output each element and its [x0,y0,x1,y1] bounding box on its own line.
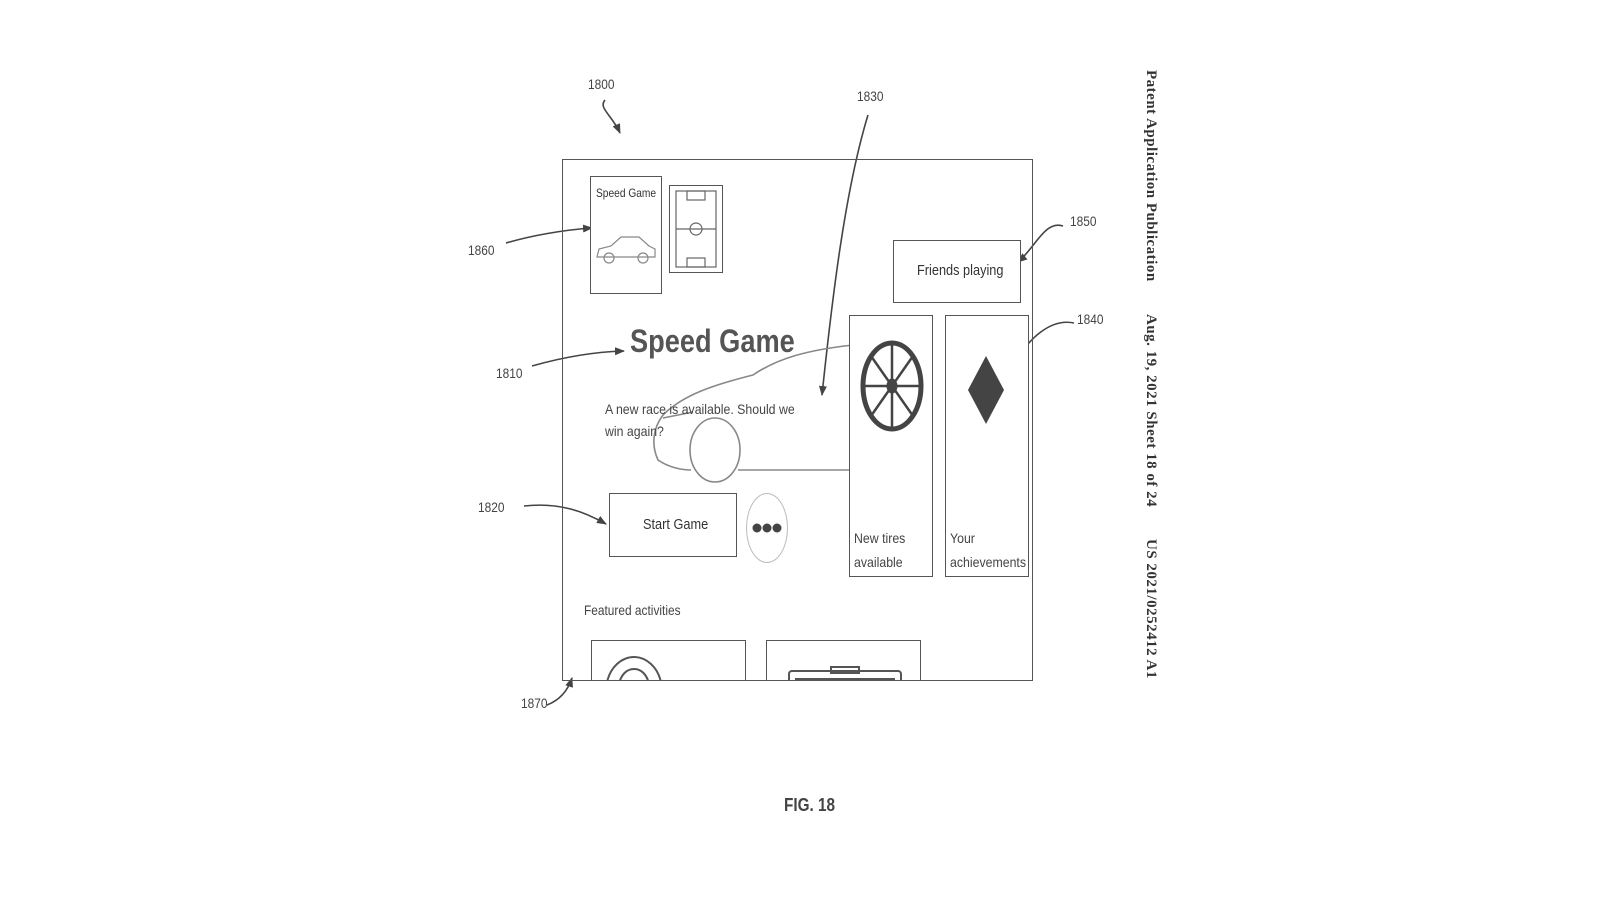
ref-1850: 1850 [1070,213,1097,229]
ref-1870: 1870 [521,695,548,711]
featured-activities-label: Featured activities [584,602,681,618]
controller-icon [788,666,902,680]
game-thumbnail-speed-game[interactable]: Speed Game [590,176,662,294]
start-game-label: Start Game [643,516,709,533]
leader-1860 [505,224,593,244]
ref-1860: 1860 [468,242,495,258]
leader-1800 [602,99,621,134]
featured-activity-tile-1[interactable] [591,640,746,680]
soccer-field-icon [675,190,717,268]
ellipsis-icon [752,523,782,533]
card-achievements-label: Your achievements [950,530,1027,570]
friends-playing-label: Friends playing [917,262,1004,279]
diamond-icon [968,356,1004,424]
header-publication: Patent Application Publication [1143,70,1159,282]
card-new-tires-label: New tires available [854,530,906,570]
wheel-icon [860,340,924,432]
leader-1810 [531,347,625,367]
ref-1810: 1810 [496,365,523,381]
game-hub-screen: Speed Game Speed Game A new race is avai… [562,159,1033,681]
start-game-button[interactable]: Start Game [609,493,737,557]
game-thumbnail-soccer[interactable] [669,185,723,273]
more-options-button[interactable] [746,493,788,563]
header-date-sheet: Aug. 19, 2021 Sheet 18 of 24 [1143,313,1159,508]
ref-1820: 1820 [478,499,505,515]
thumbnail-label: Speed Game [596,186,657,200]
game-title: Speed Game [630,323,795,359]
patent-header: Patent Application Publication Aug. 19, … [1137,70,1159,830]
ref-1830: 1830 [857,88,884,104]
ref-1840: 1840 [1077,311,1104,327]
featured-activity-tile-2[interactable] [766,640,921,680]
leader-1830 [818,114,869,396]
leader-1820 [523,504,607,525]
car-icon [596,236,656,264]
card-achievements[interactable]: Your achievements [945,315,1029,577]
card-new-tires[interactable]: New tires available [849,315,933,577]
header-number: US 2021/0252412 A1 [1143,539,1159,680]
friends-playing-button[interactable]: Friends playing [893,240,1021,303]
leader-1870 [546,677,573,706]
figure-caption: FIG. 18 [784,795,836,815]
steering-wheel-icon [606,655,662,680]
leader-1850 [1017,224,1064,263]
ref-1800: 1800 [588,76,615,92]
game-description: A new race is available. Should we win a… [605,401,795,439]
